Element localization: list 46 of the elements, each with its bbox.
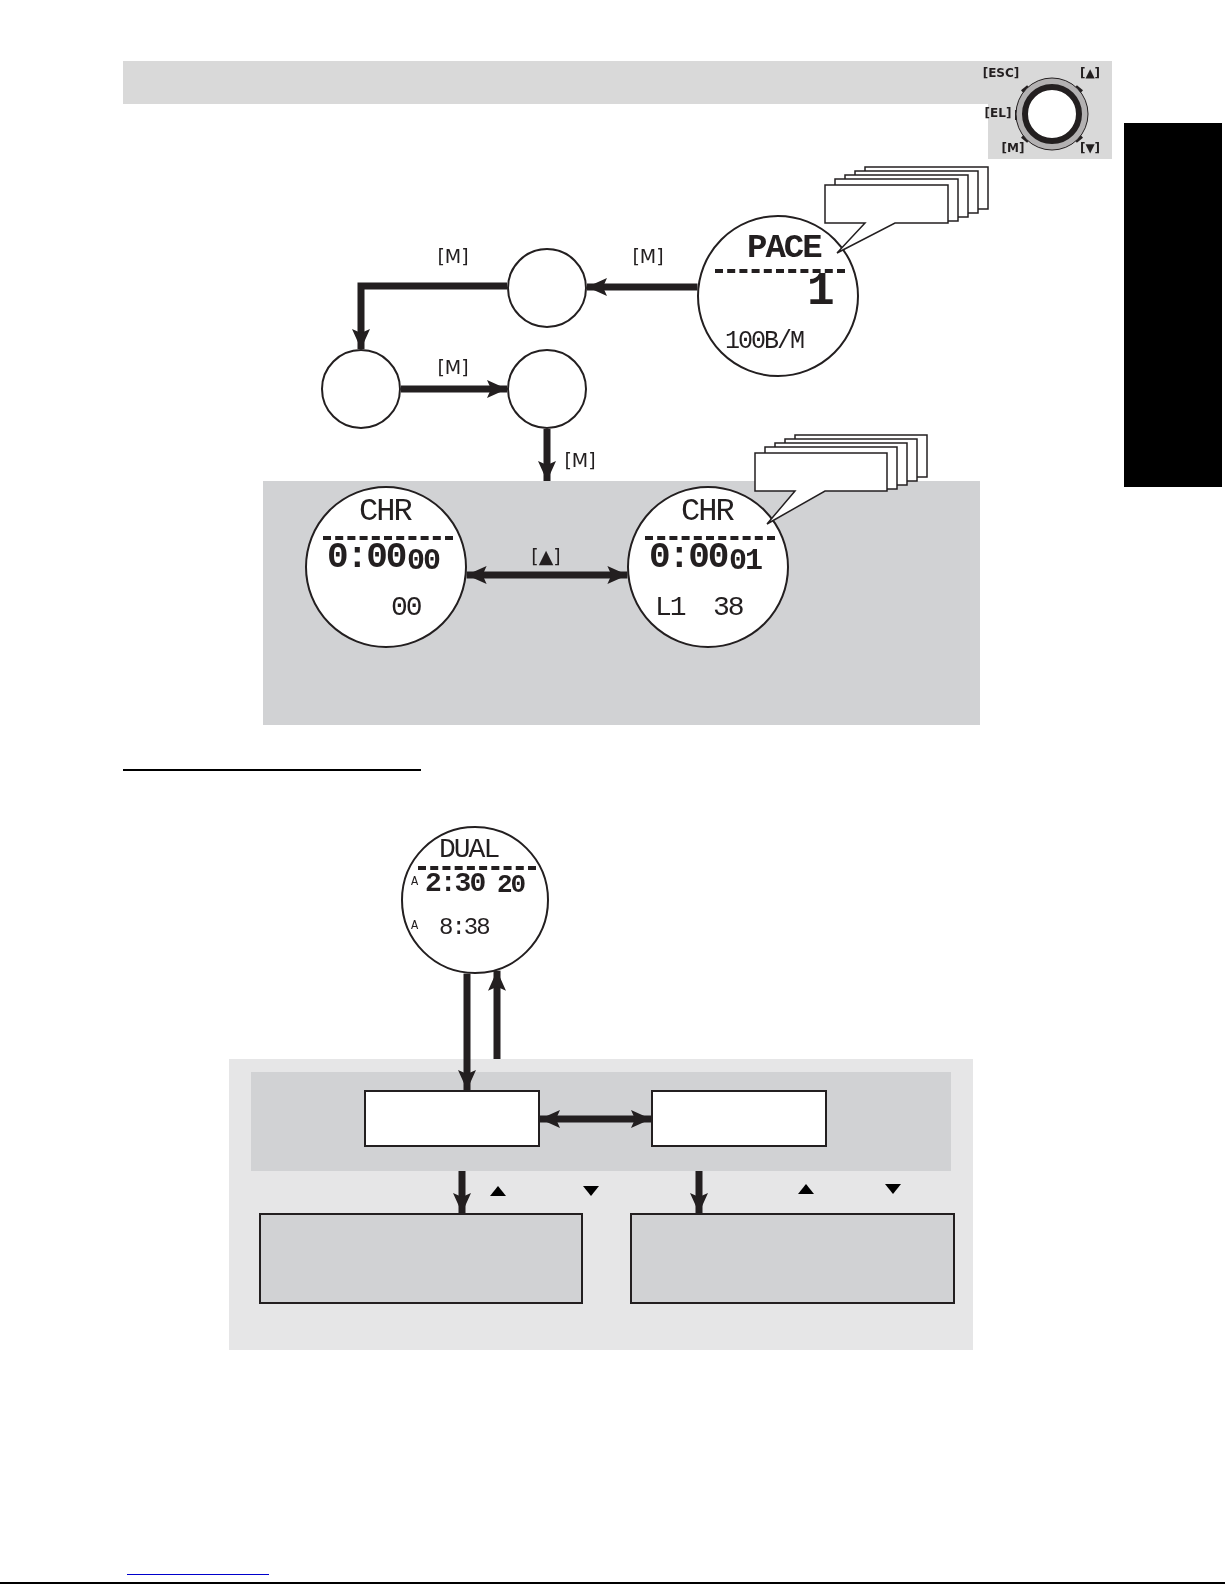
key-label: [▲] (1079, 67, 1101, 79)
display-text: 01 (729, 546, 761, 576)
display-text: DUAL (439, 836, 499, 864)
display-text: A (411, 920, 417, 932)
key-label: [ESC] (982, 67, 1020, 79)
display-text: 38 (713, 594, 743, 622)
mode-box (630, 1213, 955, 1304)
panel-background (251, 1072, 951, 1171)
display-text: 20 (497, 872, 525, 898)
display-text: 00 (391, 594, 421, 622)
arrow (458, 973, 476, 1090)
arrow (488, 970, 506, 1059)
arrow (401, 380, 507, 398)
section-tab (1124, 123, 1222, 487)
display-text: CHR (681, 496, 733, 528)
arrow (690, 1171, 708, 1213)
display-text: 00 (407, 546, 439, 576)
edge-label: [▲] (531, 546, 561, 566)
panel-background (229, 1059, 973, 1350)
display-text: PACE (747, 231, 821, 265)
key-label: [EL] (984, 107, 1012, 119)
arrow (466, 566, 628, 584)
display-text: CHR (359, 496, 411, 528)
mode-box (259, 1213, 583, 1304)
edge-label: [M] (564, 450, 596, 470)
arrow (587, 278, 698, 296)
display-text: 1 (807, 269, 833, 315)
edge-label: [M] (437, 357, 469, 377)
mode-box (651, 1090, 827, 1147)
arrow (453, 1171, 471, 1213)
arrow (538, 429, 556, 481)
key-label: [▼] (1079, 142, 1101, 154)
display-text: L1 (655, 594, 685, 622)
display-text: A (411, 876, 417, 888)
key-label: [M] (1001, 142, 1025, 154)
edge-label: [M] (437, 246, 469, 266)
display-text: 0:00 (649, 540, 728, 576)
panel-background (263, 481, 980, 725)
edge-label: [M] (632, 246, 664, 266)
mode-box (364, 1090, 540, 1147)
arrow (352, 282, 508, 349)
arrow (540, 1110, 651, 1128)
display-text: 8:38 (439, 916, 489, 940)
display-text: 2:30 (425, 870, 485, 898)
display-text: 100B/M (725, 329, 803, 354)
display-text: 0:00 (327, 540, 406, 576)
